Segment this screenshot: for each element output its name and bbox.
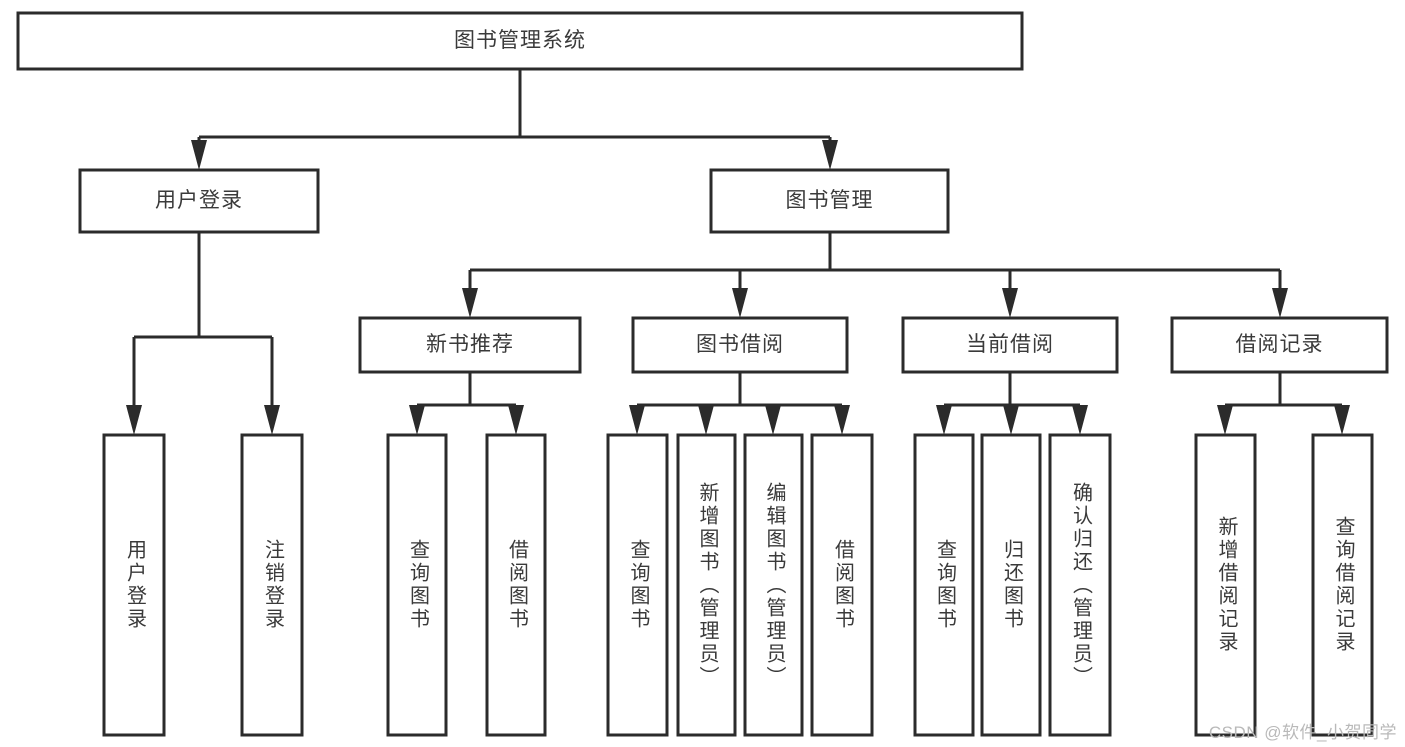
node-borrow-record[interactable] — [1170, 316, 1389, 374]
node-book-manage[interactable] — [709, 168, 950, 234]
node-root[interactable] — [16, 11, 1024, 71]
node-leaf-borrow-book-2[interactable] — [810, 433, 874, 737]
edge-new-book-recommend-leaf-1-arrowhead — [508, 405, 524, 435]
edge-book-borrow-leaf-0-arrowhead — [629, 405, 645, 435]
edge-root-to-l2-0-arrowhead — [191, 140, 207, 170]
edge-current-borrow-leaf-2-arrowhead — [1072, 405, 1088, 435]
node-leaf-user-logout[interactable] — [240, 433, 304, 737]
node-leaf-query-book-3[interactable] — [913, 433, 975, 737]
node-leaf-user-login[interactable] — [102, 433, 166, 737]
connectors-layer — [126, 69, 1350, 435]
edge-book-borrow-leaf-3-arrowhead — [834, 405, 850, 435]
node-leaf-borrow-book-1[interactable] — [485, 433, 547, 737]
node-boxes-layer — [16, 11, 1389, 737]
edge-user-login-leaf-1-arrowhead — [264, 405, 280, 435]
node-leaf-edit-book[interactable] — [743, 433, 804, 737]
node-book-borrow[interactable] — [631, 316, 849, 374]
edge-book-manage-to-l3-3-arrowhead — [1272, 288, 1288, 318]
node-leaf-query-book-1[interactable] — [386, 433, 448, 737]
edge-current-borrow-leaf-1-arrowhead — [1003, 405, 1019, 435]
node-leaf-confirm-return[interactable] — [1048, 433, 1112, 737]
node-leaf-return-book[interactable] — [980, 433, 1042, 737]
node-leaf-query-record[interactable] — [1311, 433, 1374, 737]
edge-new-book-recommend-leaf-0-arrowhead — [409, 405, 425, 435]
edge-borrow-record-leaf-0-arrowhead — [1217, 405, 1233, 435]
edge-borrow-record-leaf-1-arrowhead — [1334, 405, 1350, 435]
node-new-book-recommend[interactable] — [358, 316, 582, 374]
node-current-borrow[interactable] — [901, 316, 1119, 374]
node-user-login[interactable] — [78, 168, 320, 234]
edge-root-to-l2-1-arrowhead — [822, 140, 838, 170]
node-leaf-add-book[interactable] — [676, 433, 737, 737]
edge-book-borrow-leaf-1-arrowhead — [698, 405, 714, 435]
edge-book-borrow-leaf-2-arrowhead — [765, 405, 781, 435]
watermark: CSDN @软件_小贺同学 — [1208, 723, 1397, 742]
edge-current-borrow-leaf-0-arrowhead — [936, 405, 952, 435]
edge-book-manage-to-l3-1-arrowhead — [732, 288, 748, 318]
edge-book-manage-to-l3-0-arrowhead — [462, 288, 478, 318]
edge-user-login-leaf-0-arrowhead — [126, 405, 142, 435]
node-leaf-add-record[interactable] — [1194, 433, 1257, 737]
node-leaf-query-book-2[interactable] — [606, 433, 669, 737]
edge-book-manage-to-l3-2-arrowhead — [1002, 288, 1018, 318]
